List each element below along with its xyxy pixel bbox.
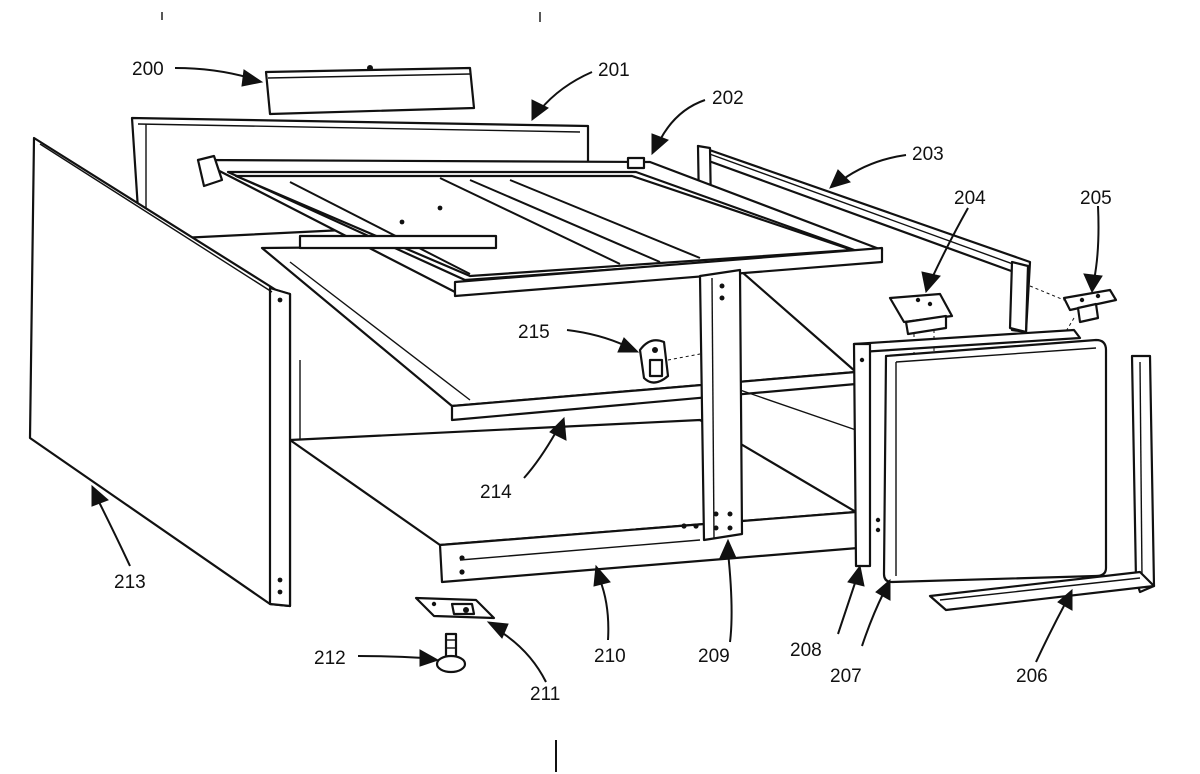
label-210: 210 <box>594 646 626 667</box>
left-side-panel-213 <box>28 136 292 608</box>
door-trim-206 <box>928 354 1156 612</box>
top-trim-200 <box>264 65 476 116</box>
label-201: 201 <box>598 60 630 81</box>
label-213: 213 <box>114 572 146 593</box>
front-post-209 <box>698 268 744 542</box>
label-202: 202 <box>712 88 744 109</box>
latch-215 <box>638 339 701 384</box>
top-frame-202 <box>196 154 884 298</box>
label-209: 209 <box>698 646 730 667</box>
leveler-bracket-211 <box>414 596 496 620</box>
hinge-205 <box>1029 285 1118 339</box>
label-205: 205 <box>1080 188 1112 209</box>
leader-arrows <box>91 67 1103 683</box>
door-panel-207 <box>882 338 1108 584</box>
label-208: 208 <box>790 640 822 661</box>
label-203: 203 <box>912 144 944 165</box>
label-212: 212 <box>314 648 346 669</box>
label-206: 206 <box>1016 666 1048 687</box>
part-labels: 200 201 202 203 204 205 215 214 213 210 … <box>114 59 1112 705</box>
right-side-frame-203 <box>696 144 1032 334</box>
scan-marks <box>161 12 557 772</box>
label-200: 200 <box>132 59 164 80</box>
label-215: 215 <box>518 322 550 343</box>
label-207: 207 <box>830 666 862 687</box>
leveler-foot-212 <box>435 632 467 674</box>
label-211: 211 <box>530 684 560 705</box>
label-214: 214 <box>480 482 512 503</box>
label-204: 204 <box>954 188 986 209</box>
door-frame-208 <box>852 328 1082 568</box>
hinge-bracket-204 <box>888 292 954 356</box>
